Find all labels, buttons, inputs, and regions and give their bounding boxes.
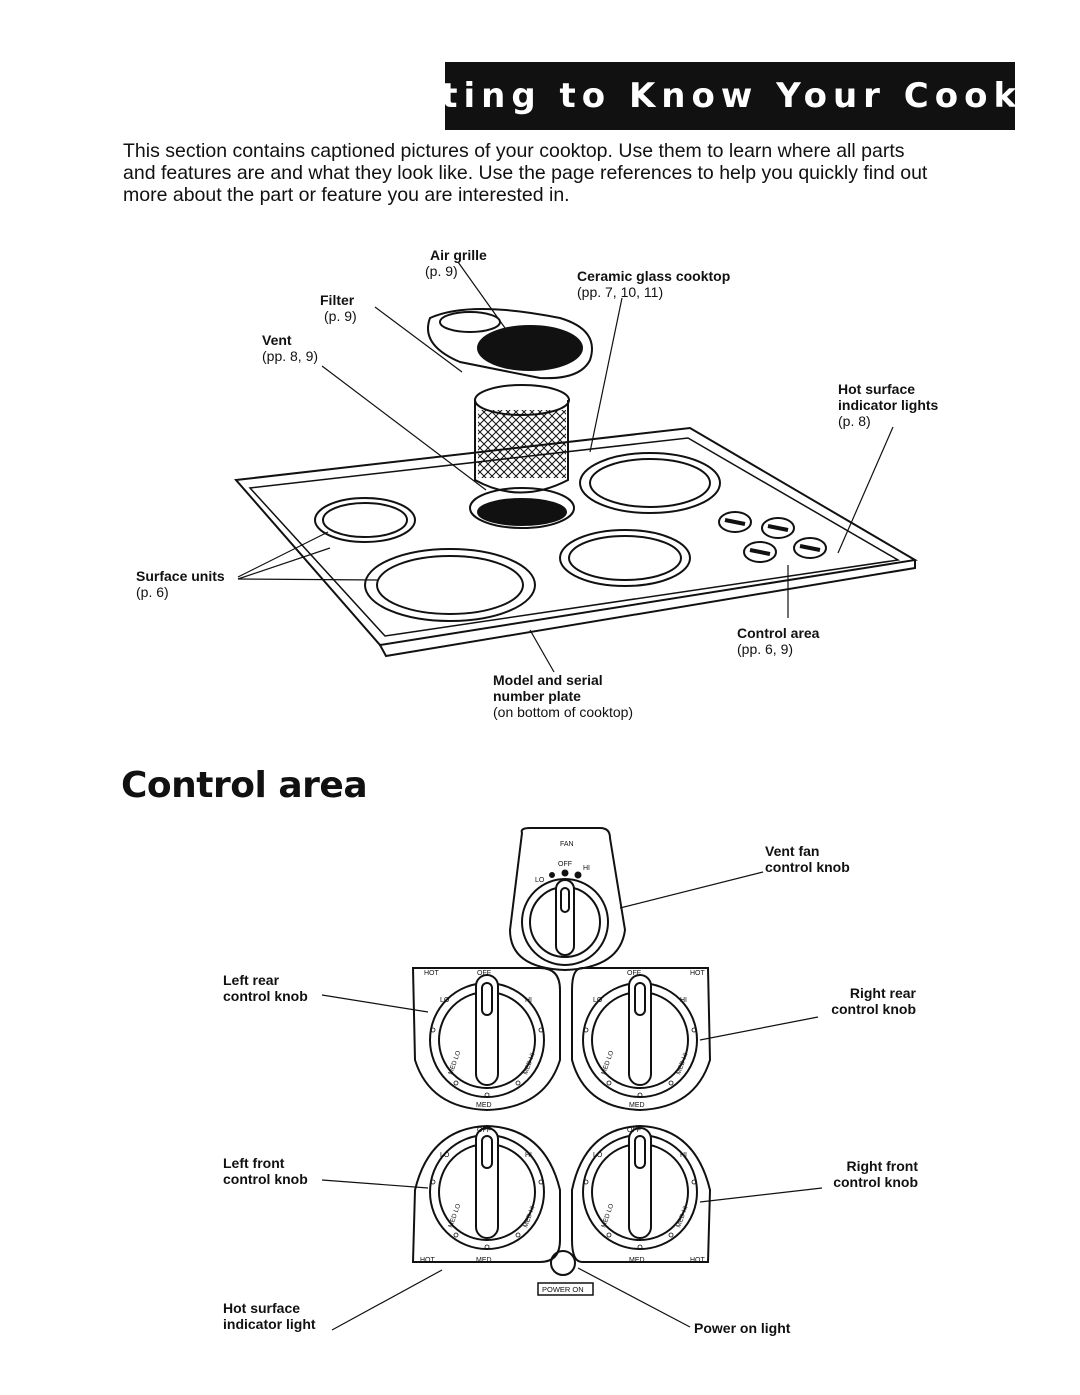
surface-unit xyxy=(314,497,416,543)
dial-hi-label: HI xyxy=(525,997,532,1004)
section-banner: Getting to Know Your Cooktop xyxy=(356,62,1080,130)
surface-unit xyxy=(559,529,691,587)
dial-hot-label: HOT xyxy=(690,970,706,977)
dial-hot-label: HOT xyxy=(420,1257,436,1264)
power-on-light xyxy=(550,1250,576,1276)
dial-med-label: MED xyxy=(476,1102,492,1109)
vent-fan-knob-handle xyxy=(555,879,575,956)
dial-hi-label: HI xyxy=(680,997,687,1004)
right-front-knob xyxy=(571,1124,712,1263)
callout-surface-units: Surface units (p. 6) xyxy=(136,568,225,600)
cooktop-knobs xyxy=(718,511,827,563)
intro-line: and features are and what they look like… xyxy=(123,162,928,184)
dial-hot-label: HOT xyxy=(690,1257,706,1264)
right-rear-knob xyxy=(571,967,712,1112)
callout-model-plate: Model and serial number plate (on bottom… xyxy=(493,672,634,720)
callout-control-area: Control area (pp. 6, 9) xyxy=(737,625,820,657)
dial-medlo-label: MED LO xyxy=(447,1050,462,1076)
dial-lo-label: LO xyxy=(440,997,450,1004)
callout-hot-surface-lights: Hot surface indicator lights (p. 8) xyxy=(838,381,939,429)
dial-medlo-label: MED LO xyxy=(600,1050,615,1076)
surface-unit xyxy=(579,452,721,514)
dial-medlo-label: MED LO xyxy=(447,1203,462,1229)
callout-air-grille: Air grille (p. 9) xyxy=(425,247,487,279)
callout-vent: Vent (pp. 8, 9) xyxy=(262,332,319,364)
intro-line: more about the part or feature you are i… xyxy=(123,184,570,206)
intro-paragraph: This section contains captioned pictures… xyxy=(123,140,993,206)
power-on-badge-label: POWER ON xyxy=(542,1285,584,1294)
dial-off-label: OFF xyxy=(627,970,641,977)
control-area-heading: Control area xyxy=(121,765,368,806)
left-front-knob xyxy=(411,1124,561,1263)
dial-hi-label: HI xyxy=(525,1152,532,1159)
callout-left-front: Left front control knob xyxy=(223,1155,308,1187)
callout-vent-fan: Vent fan control knob xyxy=(765,843,850,875)
dial-lo-label: LO xyxy=(593,1152,603,1159)
intro-line: This section contains captioned pictures… xyxy=(123,140,905,162)
dial-lo-label: LO xyxy=(593,997,603,1004)
fan-label: FAN xyxy=(560,841,574,848)
dial-med-label: MED xyxy=(629,1257,645,1264)
dial-off-label: OFF xyxy=(477,1127,491,1134)
dial-lo-label: LO xyxy=(440,1152,450,1159)
dial-hot-label: HOT xyxy=(424,970,440,977)
fan-off-label: OFF xyxy=(558,861,572,868)
callout-ceramic-glass: Ceramic glass cooktop (pp. 7, 10, 11) xyxy=(577,268,731,300)
vent-fan-housing xyxy=(508,827,627,972)
callout-left-rear: Left rear control knob xyxy=(223,972,308,1004)
dial-hi-label: HI xyxy=(680,1152,687,1159)
callout-power-on-light: Power on light xyxy=(694,1320,791,1336)
callout-filter: Filter (p. 9) xyxy=(320,292,357,324)
fan-lo-label: LO xyxy=(535,877,545,884)
dial-medlo-label: MED LO xyxy=(600,1203,615,1229)
callout-right-front: Right front control knob xyxy=(833,1158,918,1190)
callout-right-rear: Right rear control knob xyxy=(831,985,916,1017)
banner-title: Getting to Know Your Cooktop xyxy=(356,76,1080,116)
dial-med-label: MED xyxy=(629,1102,645,1109)
fan-hi-label: HI xyxy=(583,865,590,872)
dial-off-label: OFF xyxy=(627,1127,641,1134)
surface-unit xyxy=(364,548,536,622)
power-on-badge xyxy=(537,1282,594,1296)
dial-off-label: OFF xyxy=(477,970,491,977)
callout-hot-surface-light: Hot surface indicator light xyxy=(223,1300,316,1332)
left-rear-knob xyxy=(411,967,561,1112)
dial-med-label: MED xyxy=(476,1257,492,1264)
